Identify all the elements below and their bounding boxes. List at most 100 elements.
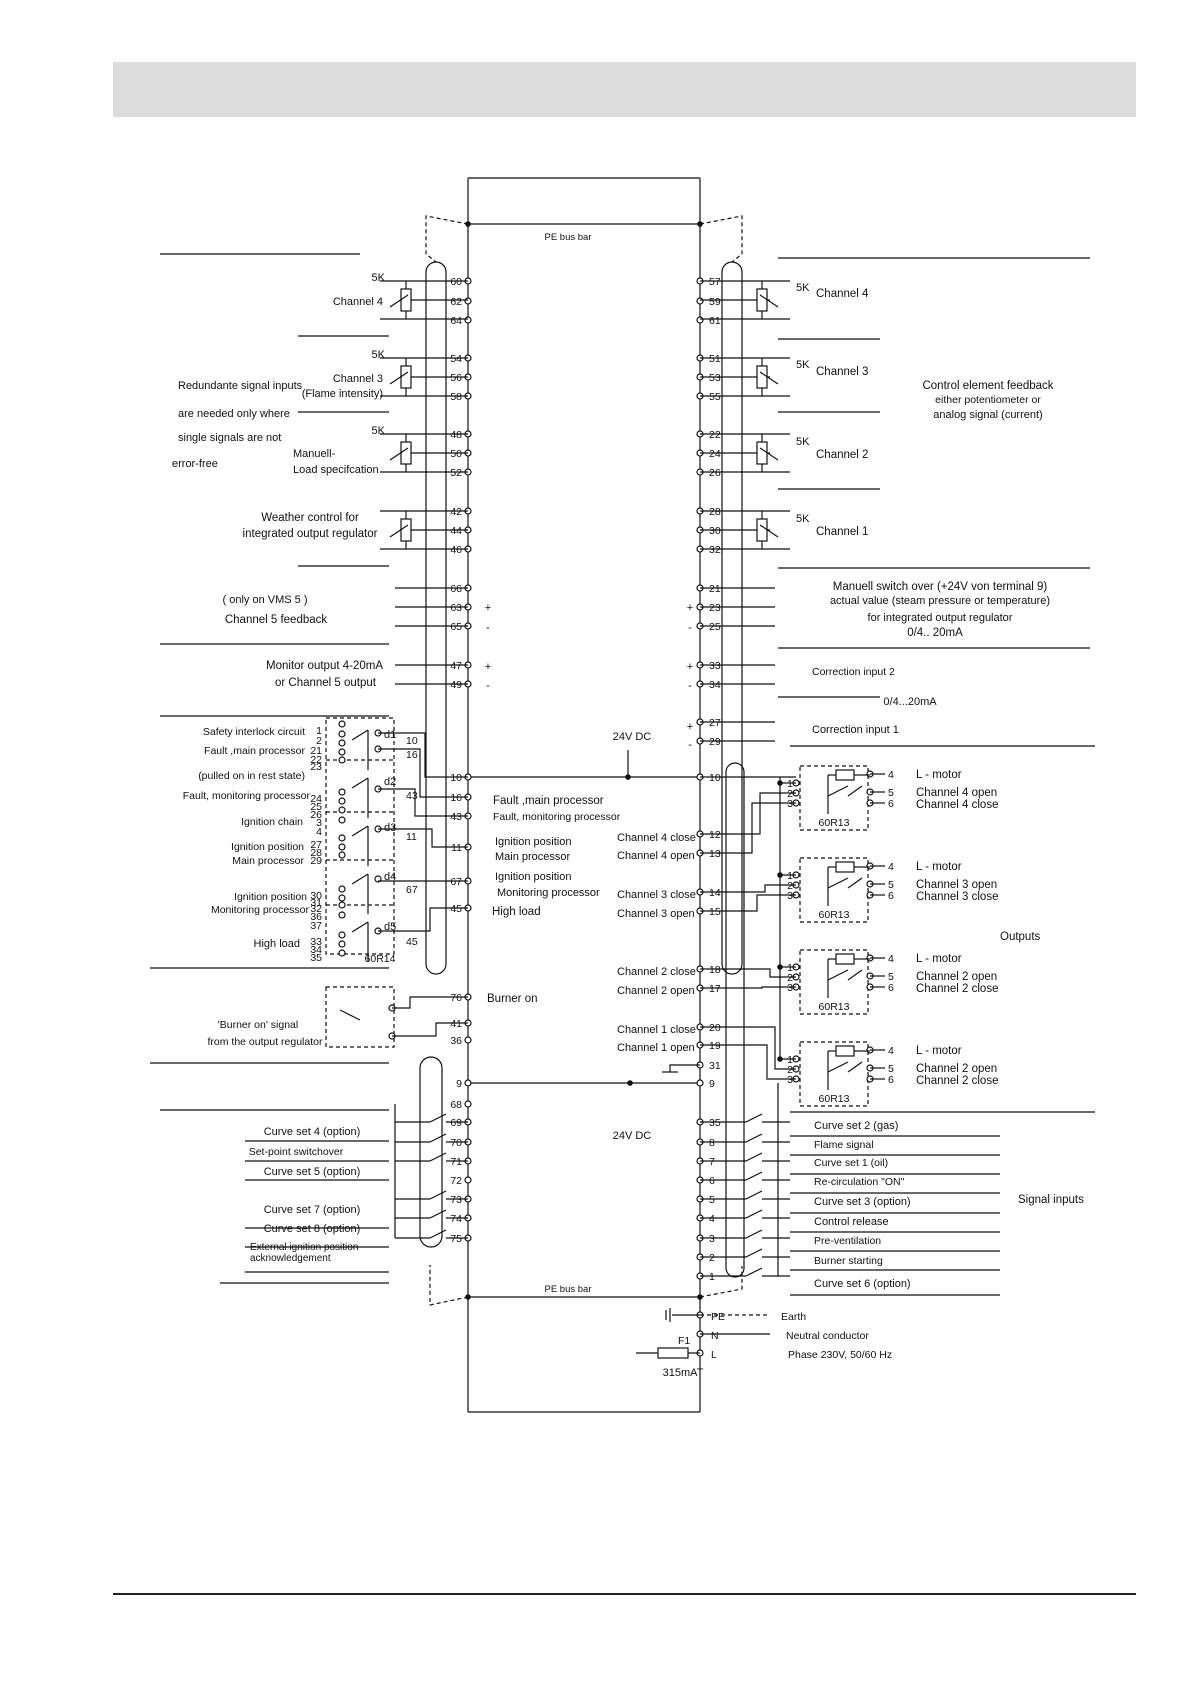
terminal-number: 2 <box>787 972 793 984</box>
label-left-weather2: integrated output regulator <box>243 528 378 540</box>
terminal-number: 6 <box>888 982 894 994</box>
terminal-number: 41 <box>450 1018 462 1030</box>
label-right-sig-burner: Burner starting <box>814 1255 883 1267</box>
label-res-r7: 5K <box>796 513 810 525</box>
label-left-relay-high_load: High load <box>254 938 300 950</box>
cable-left <box>425 261 447 975</box>
terminal-number: 57 <box>709 276 721 288</box>
label-right-supply-fuse: F1 <box>678 1335 690 1347</box>
burner-on-box <box>325 986 395 1048</box>
label-left-weather1: Weather control for <box>261 512 359 524</box>
terminal-number: 56 <box>450 372 462 384</box>
terminal-number: 74 <box>450 1213 462 1225</box>
pot-right-ch2-wiper <box>759 447 779 461</box>
terminal-number: 64 <box>450 315 462 327</box>
motor-wire-a <box>700 792 796 835</box>
label-left-relay-pulled: (pulled on in rest state) <box>198 770 305 782</box>
terminal-number: 3 <box>316 817 322 829</box>
terminal-number: 58 <box>450 391 462 403</box>
terminal-number: 42 <box>450 506 462 518</box>
label-left-mon2: or Channel 5 output <box>275 677 377 689</box>
terminal-number: 24 <box>709 448 721 460</box>
terminal-left-36 <box>464 1036 472 1044</box>
terminal-number: 6 <box>709 1175 715 1187</box>
polarity-mark: + <box>687 721 693 733</box>
terminal-number: 13 <box>709 848 721 860</box>
label-right-supply-phase: Phase 230V, 50/60 Hz <box>788 1349 892 1361</box>
label-right-supply-l: L <box>711 1349 717 1361</box>
terminal-number: 35 <box>709 1117 721 1129</box>
signal-switch-right <box>745 1229 763 1239</box>
terminal-left-62 <box>464 297 472 305</box>
relay-16 <box>378 748 468 798</box>
label-motors-0-close: Channel 4 close <box>916 799 998 811</box>
label-res-r3: 5K <box>372 425 386 437</box>
terminal-number: 59 <box>709 296 721 308</box>
terminal-number: 75 <box>450 1233 462 1245</box>
terminal-number: 22 <box>310 754 322 766</box>
terminal-right-59 <box>696 297 704 305</box>
terminal-left-9 <box>464 1079 472 1087</box>
terminal-number: 55 <box>709 391 721 403</box>
junction-dot <box>627 1080 633 1086</box>
burner-76 <box>392 996 468 1009</box>
terminal-number: 11 <box>406 831 417 843</box>
terminal-number: 31 <box>310 897 322 909</box>
label-left-red3: single signals are not <box>178 432 281 444</box>
terminal-number: 26 <box>709 467 721 479</box>
label-motors-3-module: 60R13 <box>819 1093 850 1105</box>
motor-module-1 <box>799 765 869 831</box>
header-band <box>113 62 1136 117</box>
cable-right-top <box>721 261 743 975</box>
terminal-number: 1 <box>787 962 793 974</box>
label-mid-fault_main: Fault ,main processor <box>493 795 604 807</box>
label-res-r6: 5K <box>796 436 810 448</box>
motor-coil <box>835 953 855 965</box>
label-motors-1-module: 60R13 <box>819 909 850 921</box>
motor-wire-b <box>700 894 796 912</box>
terminal-number: 46 <box>450 544 462 556</box>
terminal-number: 22 <box>709 429 721 441</box>
motor-wire-b <box>700 1044 796 1080</box>
motor-module-3 <box>799 949 869 1015</box>
label-motors-2-module: 60R13 <box>819 1001 850 1013</box>
label-left-ch5fb: Channel 5 feedback <box>225 614 328 626</box>
label-right-man2: actual value (steam pressure or temperat… <box>830 595 1050 607</box>
terminal-number: 23 <box>310 761 322 773</box>
pe-left-top <box>425 215 469 263</box>
pot-left-ch3-resistor <box>400 365 412 389</box>
terminal-number: 32 <box>709 544 721 556</box>
label-left-relay-d1: d1 <box>384 729 396 741</box>
relay-contact <box>338 911 346 919</box>
label-right-man1: Manuell switch over (+24V von terminal 9… <box>833 581 1048 593</box>
relay-contact <box>338 885 346 893</box>
terminal-number: 2 <box>787 1064 793 1076</box>
label-left-manuell2: Load specifcation <box>293 464 379 476</box>
relay-contact <box>338 851 346 859</box>
label-right-supply-neutral: Neutral conductor <box>786 1330 869 1342</box>
terminal-number: 32 <box>310 903 322 915</box>
motor-module-2 <box>799 857 869 923</box>
label-right-corr1: Correction input 1 <box>812 724 899 736</box>
terminal-number: 34 <box>310 944 322 956</box>
label-left-relay-main_proc: Main processor <box>232 855 304 867</box>
signal-switch-left <box>429 1133 447 1143</box>
label-motors-3-lmotor: L - motor <box>916 1045 962 1057</box>
terminal-number: 37 <box>310 920 322 932</box>
terminal-number: 51 <box>709 353 721 365</box>
label-left-sig-cs4: Curve set 4 (option) <box>264 1126 361 1138</box>
terminal-number: 19 <box>709 1040 721 1052</box>
label-right-sig-cs1: Curve set 1 (oil) <box>814 1157 888 1169</box>
signal-switch-left <box>429 1113 447 1123</box>
label-left-manuell1: Manuell- <box>293 448 336 460</box>
terminal-number: 54 <box>450 353 462 365</box>
relay-switch <box>351 825 369 837</box>
motor-wire-a <box>700 1026 796 1070</box>
label-left-relay-mon_proc: Monitoring processor <box>211 904 310 916</box>
terminal-number: 2 <box>709 1252 715 1264</box>
label-left-burner2: from the output regulator <box>208 1036 323 1048</box>
terminal-number: 5 <box>888 971 894 983</box>
terminal-number: 23 <box>709 602 721 614</box>
terminal-number: 52 <box>450 467 462 479</box>
relay-contact <box>338 748 346 756</box>
